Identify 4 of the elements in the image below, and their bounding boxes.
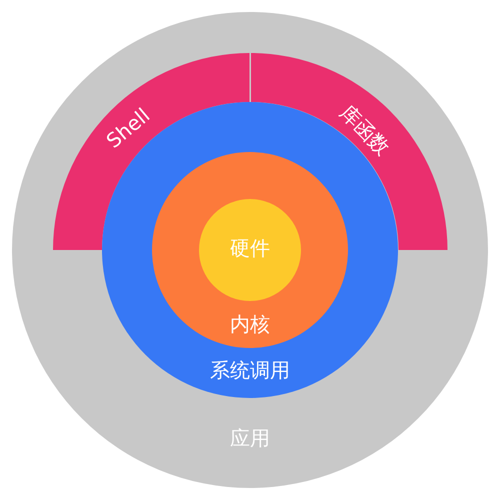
layer-label: 库函数: [336, 102, 394, 158]
layer-label: 硬件: [230, 238, 270, 258]
layer-label: 内核: [230, 314, 270, 334]
layer-label: 系统调用: [210, 360, 290, 380]
